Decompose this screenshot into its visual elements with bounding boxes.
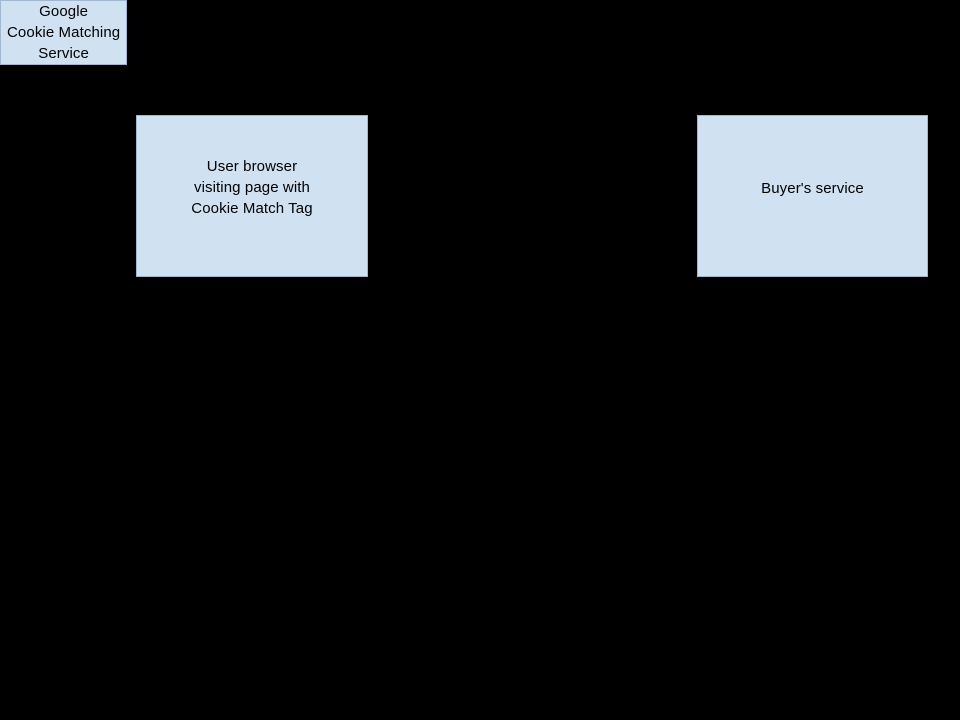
- node-user-browser-label: User browser visiting page with Cookie M…: [191, 157, 313, 217]
- node-user-browser[interactable]: User browser visiting page with Cookie M…: [136, 115, 368, 277]
- node-google-cookie-matching-service-label: Google Cookie Matching Service: [7, 3, 121, 62]
- node-google-cookie-matching-service[interactable]: Google Cookie Matching Service: [0, 0, 128, 65]
- node-buyers-service-label: Buyer's service: [761, 179, 864, 197]
- node-buyers-service[interactable]: Buyer's service: [697, 115, 928, 277]
